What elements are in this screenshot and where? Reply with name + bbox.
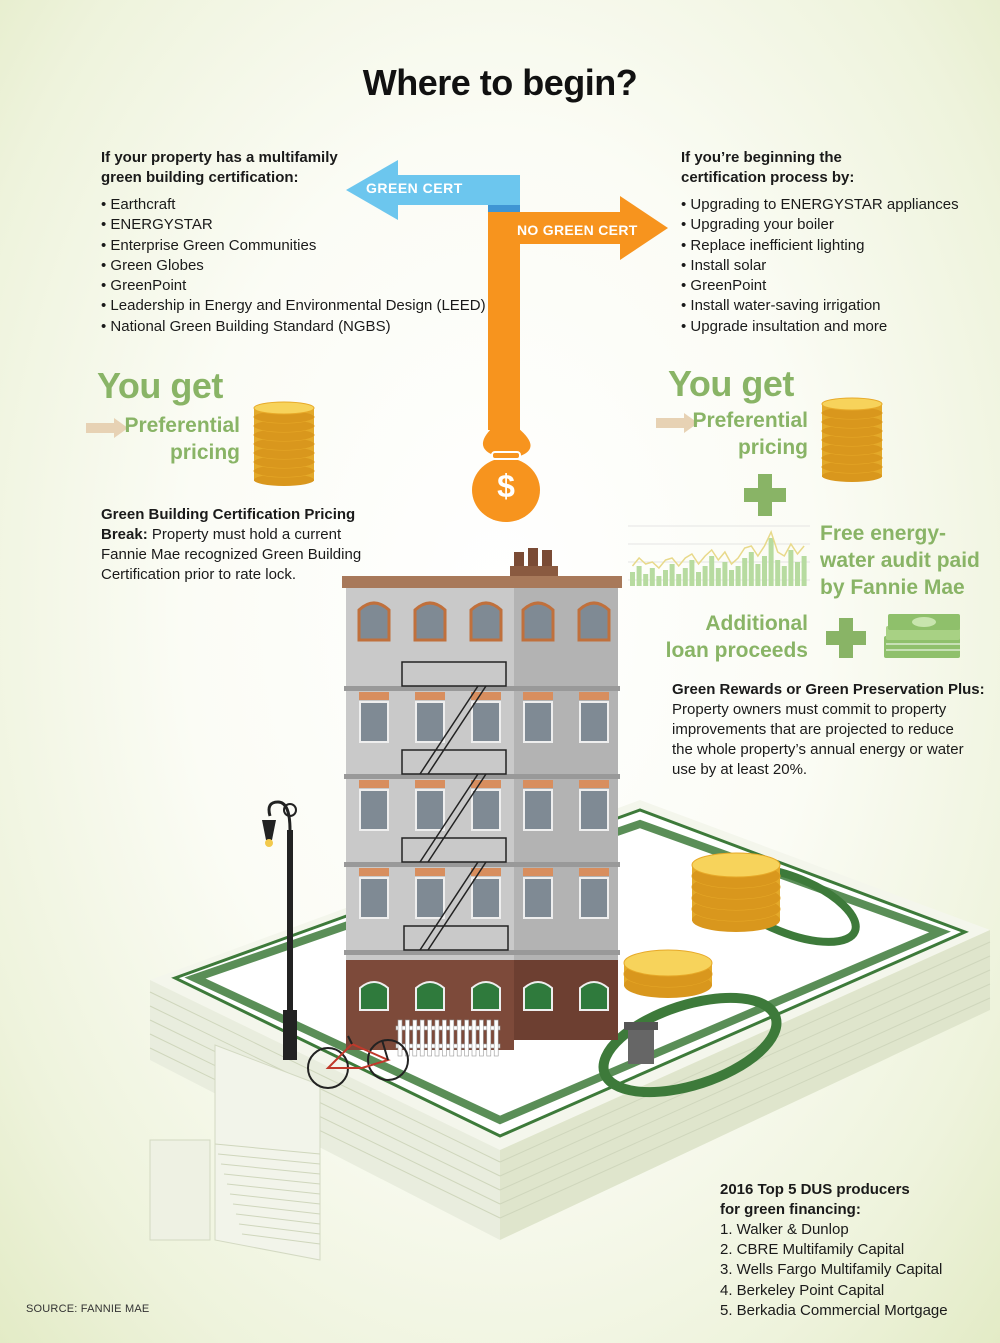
right-note-line2: improvements that are projected to reduc…: [672, 721, 954, 738]
no-green-cert-label: NO GREEN CERT: [517, 222, 638, 238]
street-lamp-icon: [262, 800, 297, 1060]
left-benefit: Preferential pricing: [120, 412, 240, 466]
right-heading-line1: If you’re beginning the: [681, 149, 842, 166]
producers-block: 2016 Top 5 DUS producers for green finan…: [720, 1180, 980, 1220]
money-bag-symbol: $: [497, 468, 515, 504]
building-icon: [342, 548, 622, 1050]
right-benefit: Preferential pricing: [688, 407, 808, 461]
audit-line2: water audit paid: [820, 549, 980, 572]
coin-stack-icon-right: [821, 397, 883, 482]
left-note-body-line4: Certification prior to rate lock.: [101, 566, 297, 583]
right-benefit-line2: pricing: [737, 436, 808, 459]
producer-item: 2. CBRE Multifamily Capital: [720, 1241, 905, 1259]
right-note-line4: use by at least 20%.: [672, 761, 808, 778]
audit-line1: Free energy-: [820, 522, 947, 545]
right-heading-line2: certification process by:: [681, 169, 855, 186]
fence-icon: [395, 1019, 501, 1057]
producers-heading-line2: for green financing:: [720, 1201, 861, 1218]
left-note-title-line2: Break:: [101, 526, 148, 543]
direction-arrows: [346, 160, 668, 522]
bicycle-icon: [307, 1035, 409, 1089]
right-note: Green Rewards or Green Preservation Plus…: [672, 680, 992, 780]
producers-heading-line1: 2016 Top 5 DUS producers: [720, 1181, 910, 1198]
fire-escape-icon: [401, 661, 509, 951]
producer-item: 3. Wells Fargo Multifamily Capital: [720, 1261, 943, 1279]
left-benefit-line1: Preferential: [124, 414, 240, 437]
cash-stack-icon: [884, 614, 960, 658]
upgrade-item: Install water-saving irrigation: [681, 296, 981, 316]
plus-icon: [744, 474, 786, 516]
upgrade-item: Upgrading your boiler: [681, 215, 981, 235]
left-note-body-line2: Property must hold a current: [147, 526, 342, 543]
left-heading: If your property has a multifamily green…: [101, 148, 371, 188]
left-benefit-line2: pricing: [169, 441, 240, 464]
certification-item: Earthcraft: [101, 195, 501, 215]
left-note-title-line1: Green Building Certification Pricing: [101, 506, 356, 523]
certification-item: Leadership in Energy and Environmental D…: [101, 296, 501, 316]
upgrade-item: GreenPoint: [681, 276, 981, 296]
certification-item: ENERGYSTAR: [101, 215, 501, 235]
right-benefit-line1: Preferential: [692, 409, 808, 432]
left-note-body-line3: Fannie Mae recognized Green Building: [101, 546, 362, 563]
proceeds-line1: Additional: [705, 612, 808, 635]
right-note-line1: Property owners must commit to property: [672, 701, 947, 718]
building-illustration: [149, 548, 991, 1261]
producer-item: 1. Walker & Dunlop: [720, 1221, 849, 1238]
certification-item: Enterprise Green Communities: [101, 236, 501, 256]
certification-item: GreenPoint: [101, 276, 501, 296]
producer-item: 5. Berkadia Commercial Mortgage: [720, 1301, 948, 1319]
producers-list: 1. Walker & Dunlop 2. CBRE Multifamily Ca…: [720, 1220, 990, 1321]
plus-icon-2: [826, 618, 866, 658]
upgrade-list: Upgrading to ENERGYSTAR appliancesUpgrad…: [681, 195, 981, 337]
proceeds-benefit: Additional loan proceeds: [660, 610, 808, 664]
left-arrow-icon: [86, 418, 128, 438]
certification-item: National Green Building Standard (NGBS): [101, 317, 501, 337]
right-you-get: You get: [668, 363, 794, 404]
energy-chart-icon: [628, 525, 810, 586]
upgrade-item: Upgrade insultation and more: [681, 317, 981, 337]
audit-benefit: Free energy- water audit paid by Fannie …: [820, 520, 1000, 601]
upgrade-item: Install solar: [681, 256, 981, 276]
certification-item: Green Globes: [101, 256, 501, 276]
left-you-get: You get: [97, 365, 223, 406]
large-coin-stack-icon: [623, 852, 781, 998]
right-note-title: Green Rewards or Green Preservation Plus…: [672, 681, 985, 698]
left-note: Green Building Certification Pricing Bre…: [101, 505, 371, 585]
producer-item: 4. Berkeley Point Capital: [720, 1281, 885, 1299]
money-bag-icon: [472, 428, 540, 522]
no-green-cert-arrow-icon: [488, 196, 668, 262]
trash-can-icon: [624, 1022, 658, 1064]
right-note-line3: the whole property’s annual energy or wa…: [672, 741, 964, 758]
coin-stack-icon: [253, 401, 315, 486]
right-heading: If you’re beginning the certification pr…: [681, 148, 961, 188]
page-title: Where to begin?: [362, 62, 638, 103]
upgrade-item: Upgrading to ENERGYSTAR appliances: [681, 195, 981, 215]
proceeds-line2: loan proceeds: [665, 639, 808, 662]
upgrade-item: Replace inefficient lighting: [681, 236, 981, 256]
right-arrow-icon: [656, 413, 698, 433]
green-cert-label: GREEN CERT: [366, 180, 463, 196]
certification-list: EarthcraftENERGYSTAREnterprise Green Com…: [101, 195, 501, 337]
stairs-icon: [149, 1044, 321, 1261]
source-note: SOURCE: FANNIE MAE: [26, 1303, 150, 1315]
audit-line3: by Fannie Mae: [820, 576, 965, 599]
left-heading-text: If your property has a multifamily green…: [101, 149, 338, 186]
